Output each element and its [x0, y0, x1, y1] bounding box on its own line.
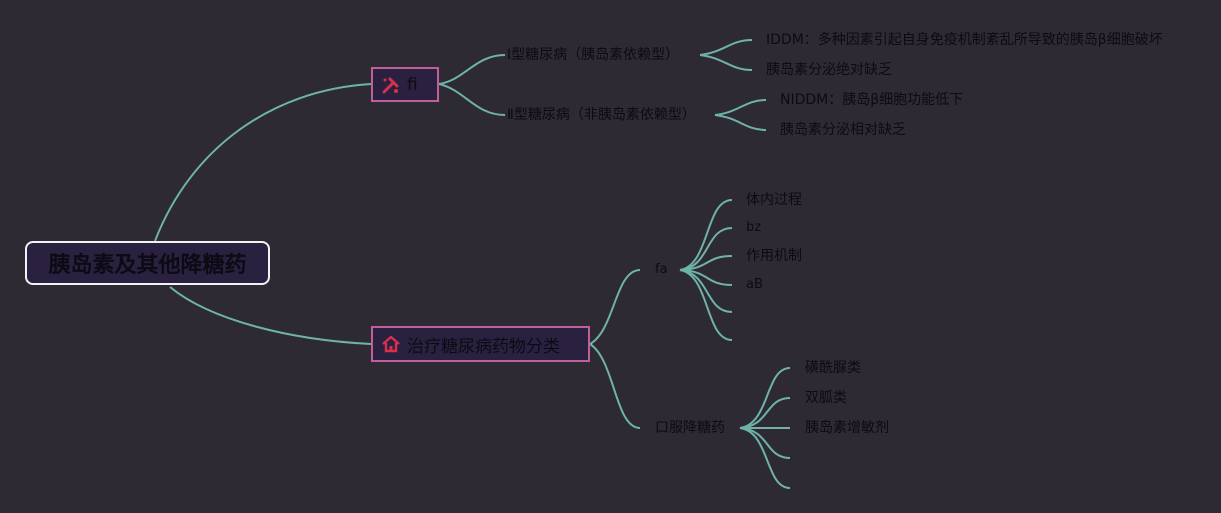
link-s2-l1: [714, 99, 767, 116]
link-s3-l1: [679, 199, 733, 271]
link-s2-l2: [714, 114, 767, 131]
link-s3-l5: [679, 269, 733, 313]
leaf-bz[interactable]: bz: [746, 220, 762, 235]
link-b1-s2: [438, 83, 506, 116]
link-s4-l2: [739, 397, 791, 429]
link-b2-s3: [589, 269, 641, 345]
link-s4-l1: [739, 367, 791, 429]
link-s4-l5: [739, 427, 791, 489]
leaf-iddm[interactable]: IDDM：多种因素引起自身免疫机制紊乱所导致的胰岛β细胞破坏: [766, 32, 1163, 48]
home-icon: [381, 334, 401, 354]
subtopic-fa[interactable]: fa: [655, 262, 668, 277]
leaf-sulfonylureas[interactable]: 磺酰脲类: [805, 360, 861, 376]
branch-label-2: 治疗糖尿病药物分类: [407, 336, 560, 357]
link-s3-l6: [679, 269, 733, 341]
link-s1-l1: [699, 39, 753, 56]
link-b1-s1: [438, 54, 506, 85]
leaf-niddm[interactable]: NIDDM：胰岛β细胞功能低下: [780, 92, 964, 108]
branch-label-1: fi: [407, 74, 418, 95]
subtopic-oral-drugs[interactable]: 口服降糖药: [655, 420, 725, 436]
link-s3-l2: [679, 227, 733, 271]
link-root-b2: [169, 286, 372, 345]
leaf-insulin-sensitizers[interactable]: 胰岛素增敏剂: [805, 420, 889, 436]
link-b2-s4: [589, 343, 641, 429]
root-node[interactable]: 胰岛素及其他降糖药: [25, 241, 270, 285]
root-label: 胰岛素及其他降糖药: [48, 253, 247, 278]
leaf-absolute-deficiency[interactable]: 胰岛素分泌绝对缺乏: [766, 62, 892, 78]
branch-node-2[interactable]: 治疗糖尿病药物分类: [371, 326, 590, 362]
leaf-relative-deficiency[interactable]: 胰岛素分泌相对缺乏: [780, 122, 906, 138]
leaf-pharmacokinetics[interactable]: 体内过程: [746, 192, 802, 208]
subtopic-type2[interactable]: Ⅱ型糖尿病（非胰岛素依赖型）: [507, 107, 696, 123]
branch-node-1[interactable]: fi: [371, 67, 439, 102]
link-s4-l4: [739, 427, 791, 459]
leaf-biguanides[interactable]: 双胍类: [805, 390, 847, 406]
link-s3-l3: [679, 255, 733, 271]
leaf-ab[interactable]: aB: [746, 277, 763, 292]
link-s1-l2: [699, 54, 753, 71]
leaf-mechanism[interactable]: 作用机制: [746, 248, 802, 264]
tools-icon: [381, 75, 401, 95]
subtopic-type1[interactable]: Ⅰ型糖尿病（胰岛素依赖型）: [507, 47, 680, 63]
link-root-b1: [154, 83, 372, 242]
